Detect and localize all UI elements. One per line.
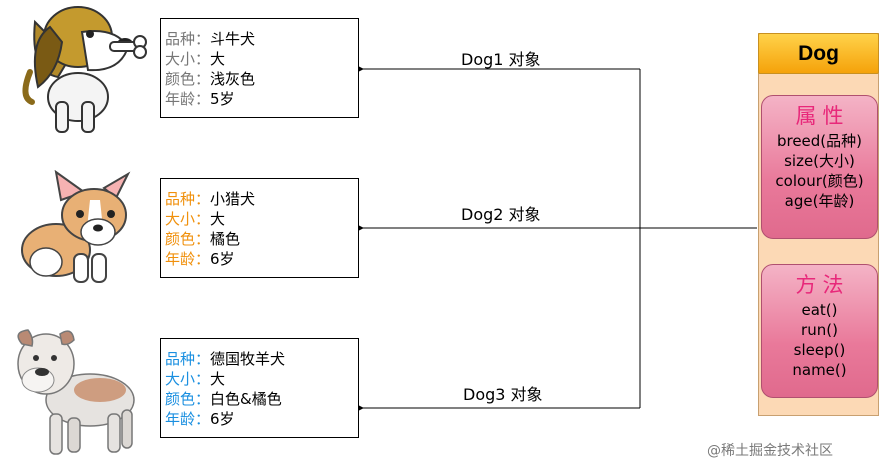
dog1-row-breed: 品种：斗牛犬 [165, 30, 256, 48]
method-name: name() [792, 361, 847, 379]
method-run: run() [801, 321, 838, 339]
dog1-row-size: 大小：大 [165, 50, 226, 68]
attributes-section: 属性 breed(品种) size(大小) colour(颜色) age(年龄) [761, 95, 878, 239]
attribute-breed: breed(品种) [776, 132, 863, 150]
attribute-colour: colour(颜色) [775, 172, 864, 190]
dog3-row-breed: 品种：德国牧羊犬 [165, 350, 286, 368]
dog3-info-box: 品种：德国牧羊犬 大小：大 颜色：白色&橘色 年龄：6岁 [160, 338, 359, 438]
dog-class-box: Dog 属性 breed(品种) size(大小) colour(颜色) age… [758, 33, 879, 416]
dog3-row-color: 颜色：白色&橘色 [165, 390, 282, 408]
method-sleep: sleep() [793, 341, 846, 359]
dog2-row-age: 年龄：6岁 [165, 250, 235, 268]
beagle-icon [22, 6, 147, 133]
bulldog-icon [17, 329, 135, 455]
methods-section: 方法 eat() run() sleep() name() [761, 264, 878, 398]
watermark-text: @稀土掘金技术社区 [707, 443, 833, 459]
attribute-size: size(大小) [784, 152, 855, 170]
dog1-object-label: Dog1 对象 [461, 50, 541, 69]
dog3-object-label: Dog3 对象 [463, 385, 543, 404]
corgi-icon [21, 170, 131, 283]
dog2-info-box: 品种：小猎犬 大小：大 颜色：橘色 年龄：6岁 [160, 178, 359, 278]
dog2-row-size: 大小：大 [165, 210, 226, 228]
class-title: Dog [758, 33, 879, 74]
dog2-row-breed: 品种：小猎犬 [165, 190, 256, 208]
watermark: @稀土掘金技术社区 [707, 440, 833, 460]
dog1-row-color: 颜色：浅灰色 [165, 70, 256, 88]
methods-title: 方法 [795, 273, 850, 297]
dog2-object-label: Dog2 对象 [461, 205, 541, 224]
dog3-row-size: 大小：大 [165, 370, 226, 388]
method-eat: eat() [801, 301, 838, 319]
dog1-info-box: 品种：斗牛犬 大小：大 颜色：浅灰色 年龄：5岁 [160, 18, 359, 118]
dog2-row-color: 颜色：橘色 [165, 230, 241, 248]
attributes-title: 属性 [795, 104, 850, 128]
attribute-age: age(年龄) [784, 192, 855, 210]
dog3-row-age: 年龄：6岁 [165, 410, 235, 428]
dog1-row-age: 年龄：5岁 [165, 90, 235, 108]
